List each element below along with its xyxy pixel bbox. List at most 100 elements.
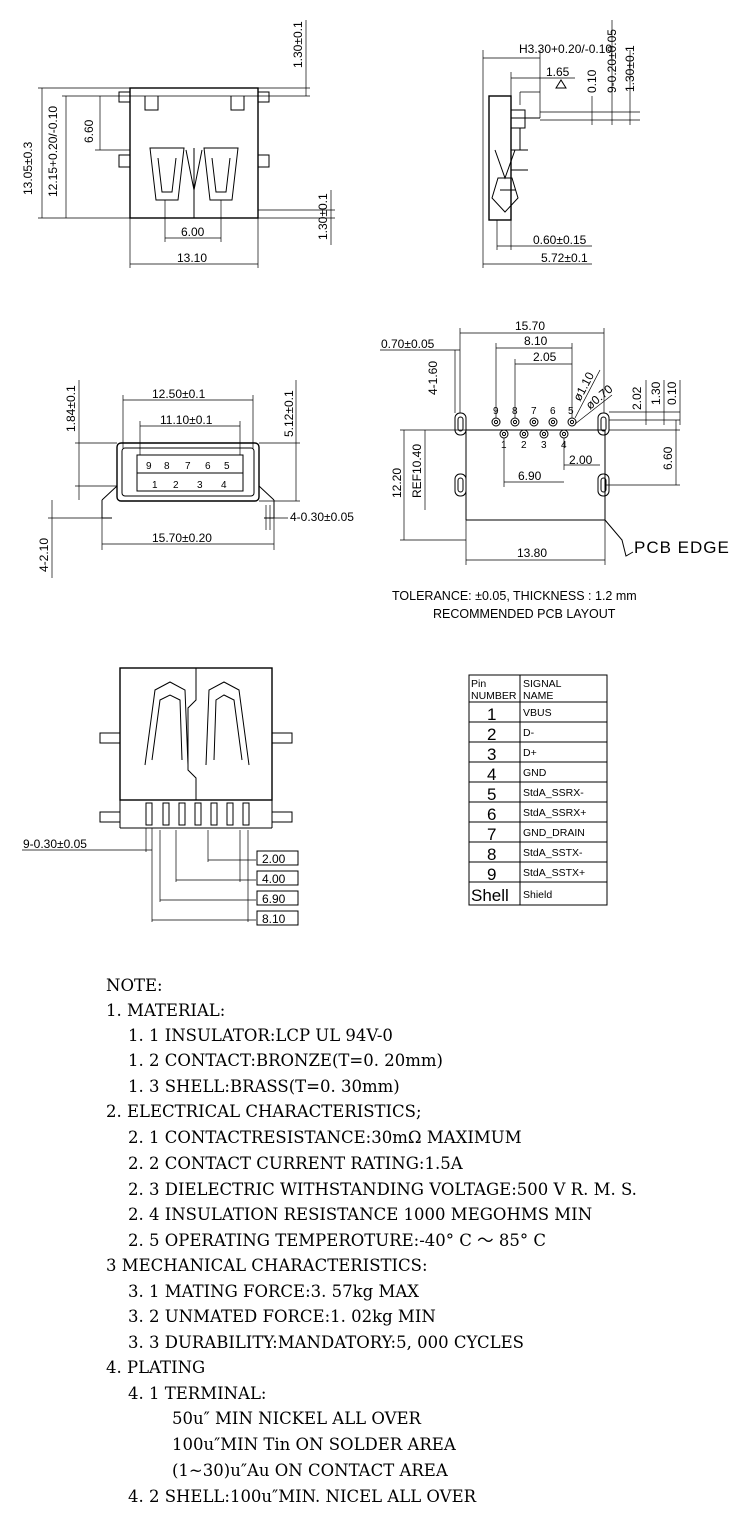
table-pin-cell: 6 — [487, 805, 496, 824]
table-pin-cell: 1 — [487, 705, 496, 724]
pcb-dim-0-10: 0.10 — [665, 381, 679, 405]
note-line: 2. 2 CONTACT CURRENT RATING:1.5A — [128, 1154, 464, 1173]
table-signal-cell: StdA_SSRX+ — [523, 807, 586, 819]
note-line: 1. 1 INSULATOR:LCP UL 94V-0 — [128, 1026, 393, 1045]
front-pin-3: 3 — [197, 480, 203, 491]
top-view: 13.05±0.3 12.15+0.20/-0.10 6.60 6.00 13.… — [21, 20, 335, 268]
front-pin-9: 9 — [146, 461, 152, 472]
pcb-pin-3: 3 — [541, 440, 547, 451]
dim-15-70-front: 15.70±0.20 — [152, 531, 212, 545]
table-signal-cell: GND_DRAIN — [523, 827, 585, 839]
pcb-edge-label: PCB EDGE — [634, 538, 730, 557]
table-header-signal: SIGNAL — [523, 678, 562, 690]
front-pin-2: 2 — [173, 480, 179, 491]
pcb-dim-8-10: 8.10 — [524, 334, 548, 348]
front-pins-bottom: 1 2 3 4 — [152, 480, 227, 491]
table-signal-cell: VBUS — [523, 707, 552, 719]
note-line: 1. MATERIAL: — [106, 1001, 225, 1020]
pcb-dim-ref-10-40: REF10.40 — [410, 444, 424, 498]
note-line: 2. 4 INSULATION RESISTANCE 1000 MEGOHMS … — [128, 1205, 592, 1224]
pcb-layout: 9 8 7 6 5 1 2 3 4 — [380, 319, 730, 621]
pcb-dim-12-20: 12.20 — [390, 468, 404, 498]
note-line: 4. 1 TERMINAL: — [128, 1384, 267, 1403]
note-line: 2. 3 DIELECTRIC WITHSTANDING VOLTAGE:500… — [128, 1180, 637, 1199]
dim-1-65: 1.65 — [546, 65, 570, 79]
note-line: 1. 3 SHELL:BRASS(T=0. 30mm) — [128, 1077, 400, 1096]
pcb-dim-0-70: 0.70±0.05 — [381, 337, 435, 351]
pcb-pins-bottom: 1 2 3 4 — [501, 440, 567, 451]
bottom-dim-9-0-30: 9-0.30±0.05 — [23, 837, 87, 851]
table-signal-cell: Shield — [523, 889, 552, 901]
pcb-dim-2-00: 2.00 — [569, 453, 593, 467]
note-line: 1. 2 CONTACT:BRONZE(T=0. 20mm) — [128, 1051, 443, 1070]
front-view: 9 8 7 6 5 1 2 3 4 1.84±0.1 — [37, 380, 354, 578]
dim-12-50: 12.50±0.1 — [152, 387, 206, 401]
front-pin-7: 7 — [185, 461, 191, 472]
note-line: 3. 2 UNMATED FORCE:1. 02kg MIN — [128, 1307, 436, 1326]
front-pin-8: 8 — [164, 461, 170, 472]
pcb-holes — [491, 417, 577, 439]
bottom-dim-4-00: 4.00 — [262, 872, 286, 886]
front-pin-4: 4 — [221, 480, 227, 491]
dim-13-05: 13.05±0.3 — [21, 141, 35, 195]
table-pin-cell: 2 — [487, 725, 496, 744]
pin-table: Pin NUMBER SIGNAL NAME 1 VBUS 2 D- 3 D+ … — [468, 674, 608, 906]
table-pin-cell: Shell — [471, 886, 509, 905]
note-line: 2. 1 CONTACTRESISTANCE:30mΩ MAXIMUM — [128, 1128, 522, 1147]
dim-12-15: 12.15+0.20/-0.10 — [46, 106, 60, 197]
table-signal-cell: StdA_SSTX+ — [523, 867, 585, 879]
table-signal-cell: StdA_SSTX- — [523, 847, 583, 859]
side-view: H3.30+0.20/-0.10 1.65 0.10 9-0.20±0.05 1… — [482, 20, 640, 268]
table-header-pin: Pin — [471, 678, 486, 690]
note-line: 4. 2 SHELL:100u″MIN. NICEL ALL OVER — [128, 1487, 477, 1506]
note-line: 4. PLATING — [106, 1358, 205, 1377]
table-pin-cell: 5 — [487, 785, 496, 804]
note-line: 3. 1 MATING FORCE:3. 57kg MAX — [128, 1282, 419, 1301]
table-signal-cell: GND — [523, 767, 547, 779]
table-signal-cell: D+ — [523, 747, 537, 759]
note-line: 2. 5 OPERATING TEMPEROTURE:-40° C ～ 85° … — [128, 1231, 546, 1250]
table-header-name: NAME — [523, 690, 553, 702]
note-line: (1~30)u″Au ON CONTACT AREA — [172, 1461, 449, 1480]
pcb-dim-6-90: 6.90 — [518, 469, 542, 483]
pcb-pin-7: 7 — [531, 406, 537, 417]
table-pin-cell: 3 — [487, 745, 496, 764]
dim-1-30-side: 1.30±0.1 — [623, 45, 637, 92]
dim-0-10: 0.10 — [585, 69, 599, 93]
dim-4-2-10: 4-2.10 — [37, 538, 51, 572]
dim-0-60: 0.60±0.15 — [533, 233, 587, 247]
dim-13-10: 13.10 — [177, 251, 207, 265]
front-pin-5: 5 — [224, 461, 230, 472]
note-line: 50u″ MIN NICKEL ALL OVER — [172, 1409, 422, 1428]
notes-section: NOTE: 1. MATERIAL: 1. 1 INSULATOR:LCP UL… — [106, 976, 637, 1506]
front-pin-1: 1 — [152, 480, 158, 491]
dim-1-30-bottom: 1.30±0.1 — [316, 193, 330, 240]
note-line: 3 MECHANICAL CHARACTERISTICS: — [106, 1256, 428, 1275]
pcb-dim-6-60: 6.60 — [661, 446, 675, 470]
pcb-dim-2-05: 2.05 — [533, 350, 557, 364]
note-line: NOTE: — [106, 976, 163, 995]
dim-h3-30: H3.30+0.20/-0.10 — [519, 42, 612, 56]
note-line: 2. ELECTRICAL CHARACTERISTICS; — [106, 1102, 422, 1121]
table-pin-cell: 9 — [487, 865, 496, 884]
bottom-dim-6-90: 6.90 — [262, 892, 286, 906]
front-pin-6: 6 — [205, 461, 211, 472]
table-signal-cell: D- — [523, 727, 535, 739]
dim-5-12: 5.12±0.1 — [282, 390, 296, 437]
dim-4-0-30: 4-0.30±0.05 — [290, 510, 354, 524]
recommended-pcb-layout-title: RECOMMENDED PCB LAYOUT — [433, 607, 616, 621]
table-pin-cell: 4 — [487, 765, 496, 784]
pcb-dim-15-70: 15.70 — [515, 319, 545, 333]
bottom-view: 9-0.30±0.05 2.00 4.00 6.90 8.10 — [22, 667, 299, 926]
note-line: 3. 3 DURABILITY:MANDATORY:5, 000 CYCLES — [128, 1333, 524, 1352]
pcb-dim-13-80: 13.80 — [517, 546, 547, 560]
dim-11-10: 11.10±0.1 — [160, 413, 213, 427]
dim-6-60: 6.60 — [82, 119, 96, 143]
pcb-pin-6: 6 — [550, 406, 556, 417]
table-header-number: NUMBER — [471, 690, 517, 702]
pcb-pin-2: 2 — [521, 440, 527, 451]
tolerance-note: TOLERANCE: ±0.05, THICKNESS : 1.2 mm — [392, 589, 637, 603]
pcb-pin-5: 5 — [568, 406, 574, 417]
table-signal-cell: StdA_SSRX- — [523, 787, 584, 799]
